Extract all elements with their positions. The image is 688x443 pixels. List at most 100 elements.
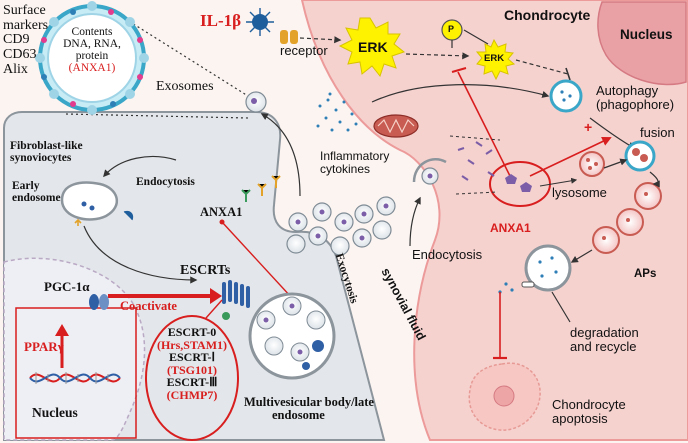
fibroblast-nucleus bbox=[3, 257, 146, 441]
pgc-receptor bbox=[89, 294, 109, 310]
erk-main-burst bbox=[338, 17, 406, 78]
exosome-zoom-line-bottom bbox=[65, 113, 249, 119]
phospho-connector bbox=[463, 29, 489, 45]
receptor-label: receptor bbox=[280, 43, 328, 58]
escrt-0-label: ESCRT-0 bbox=[167, 325, 217, 339]
erk-phospho-arrow bbox=[405, 52, 470, 60]
degradation-vesicle bbox=[521, 244, 572, 292]
early-endosome-line-2: endosome bbox=[12, 192, 61, 205]
cytokine-dots-upper bbox=[316, 92, 358, 132]
escrt-complex bbox=[222, 280, 250, 320]
marker-line-3: CD9 bbox=[3, 32, 30, 48]
inflammatory-cytokines-label: Inflammatory cytokines bbox=[320, 150, 389, 175]
il1b-label: IL-1β bbox=[200, 11, 242, 30]
anxa1-to-lysosome-arrow bbox=[539, 177, 578, 187]
apoptosis-line-1: Chondrocyte bbox=[552, 397, 626, 412]
anxa1-pointer-line bbox=[221, 221, 293, 299]
fusion-label: fusion bbox=[640, 125, 675, 140]
synovial-vesicles bbox=[286, 196, 396, 256]
dna-helix bbox=[29, 372, 121, 384]
fls-endocytosis-arrow bbox=[103, 155, 177, 178]
chondrocyte-anxa1-label: ANXA1 bbox=[490, 221, 531, 235]
autophagy-line-1: Autophagy bbox=[596, 83, 659, 98]
anxa1-inhibit-erk-line bbox=[457, 71, 511, 177]
fibroblast-endocytosis-label: Endocytosis bbox=[136, 176, 195, 188]
inflammatory-line-1: Inflammatory bbox=[320, 149, 390, 163]
escrt-3-members: (CHMP7) bbox=[166, 387, 218, 402]
degradation-label: degradation and recycle bbox=[570, 326, 639, 353]
ppar-label: PPARγ bbox=[24, 339, 64, 354]
erk-small-label: ERK bbox=[484, 53, 505, 64]
exosome-small-cargo bbox=[251, 98, 257, 104]
early-endosome bbox=[60, 181, 119, 226]
chondrocyte-title: Chondrocyte bbox=[504, 7, 591, 23]
early-endosome-receptor bbox=[123, 210, 134, 221]
autophagy-phagophore bbox=[549, 79, 583, 113]
mvb-label: Multivesicular body/late endosome bbox=[244, 395, 374, 423]
erk-inhibit-line bbox=[515, 59, 569, 75]
fls-membrane-receptors bbox=[257, 175, 281, 196]
escrt-list-ellipse bbox=[145, 315, 239, 441]
chondrocyte-cell bbox=[300, 0, 688, 441]
escrts-label: ESCRTs bbox=[180, 263, 231, 278]
pgc1a-label: PGC-1α bbox=[44, 279, 90, 294]
coactivate-arrow-head bbox=[210, 288, 222, 304]
chondrocyte-endocytosis-vesicle bbox=[412, 157, 447, 185]
fibroblast-anxa1-label: ANXA1 bbox=[200, 205, 243, 219]
degradation-pointer bbox=[551, 291, 571, 323]
chondrocyte-nucleus-label: Nucleus bbox=[620, 27, 673, 42]
erk-small-burst bbox=[475, 38, 516, 81]
autolysosomes bbox=[592, 182, 662, 254]
il1b-molecule bbox=[246, 8, 274, 36]
degradation-line-2: and recycle bbox=[570, 338, 637, 354]
autophagy-line-2: (phagophore) bbox=[596, 96, 675, 112]
exosome-diagram bbox=[35, 1, 149, 115]
erk-inhibit-bar bbox=[565, 67, 571, 81]
exosomes-label: Exosomes bbox=[156, 79, 214, 94]
escrt-1-members: (TSG101) bbox=[166, 362, 218, 377]
escrt-1-label: ESCRT-Ⅰ bbox=[168, 350, 216, 365]
fls-membrane-receptors-green bbox=[241, 189, 251, 202]
mvb-line-2: endosome bbox=[272, 408, 325, 423]
il1b-receptor bbox=[280, 30, 298, 44]
cytokine-to-autophagy-arrow bbox=[371, 84, 550, 103]
marker-line-5: Alix bbox=[3, 61, 28, 77]
early-endosome-line-1: Early bbox=[12, 180, 40, 192]
phospho-label: P bbox=[448, 24, 455, 34]
escrt-3-label: ESCRT-Ⅲ bbox=[166, 375, 218, 390]
mvb-line-1: Multivesicular body/late bbox=[244, 395, 374, 409]
escrt-list: ESCRT-0 (Hrs,STAM1) ESCRT-Ⅰ (TSG101) ESC… bbox=[157, 326, 227, 402]
fibroblast-title-line-2: synoviocytes bbox=[10, 152, 72, 165]
ppar-arrow-head bbox=[55, 324, 69, 336]
marker-line-1: Surface bbox=[3, 3, 46, 18]
marker-line-4: CD63 bbox=[3, 47, 37, 63]
lysosome-to-fusion-arrow bbox=[603, 158, 628, 169]
contents-line-1: Contents bbox=[71, 26, 113, 38]
lysosome bbox=[579, 151, 605, 177]
apoptosis-line-2: apoptosis bbox=[552, 410, 608, 426]
degradation-line-1: degradation bbox=[570, 325, 639, 340]
contents-anxa1: (ANXA1) bbox=[68, 62, 116, 75]
aps-to-degradation-arrow bbox=[570, 249, 593, 263]
promote-plus-sign: + bbox=[584, 119, 593, 135]
anxa1-fragments bbox=[457, 141, 495, 181]
exocytosis-to-exosome-arrow bbox=[260, 113, 301, 197]
fusion-to-aps-arrow bbox=[649, 171, 660, 188]
erk-main-label: ERK bbox=[358, 39, 388, 55]
anxa1-proteins bbox=[505, 174, 532, 192]
anxa1-pointer-dot bbox=[219, 219, 225, 225]
early-endosome-label: Early endosome bbox=[12, 180, 61, 204]
coactivate-label: Coactivate bbox=[120, 299, 177, 313]
aps-label: APs bbox=[634, 268, 657, 280]
contents-line-2: DNA, RNA, bbox=[63, 38, 121, 51]
chondro-dash-1 bbox=[449, 135, 501, 141]
escrt-0-members: (Hrs,STAM1) bbox=[156, 337, 228, 352]
exosome-contents-label: Contents DNA, RNA, protein (ANXA1) bbox=[63, 26, 121, 74]
multivesicular-body bbox=[248, 292, 336, 380]
fibroblast-title-line-1: Fibroblast-like bbox=[10, 140, 83, 152]
chondro-endocytosis-arrow bbox=[409, 196, 421, 247]
contents-line-3: protein bbox=[75, 50, 109, 63]
chondrocyte-nucleus bbox=[597, 1, 687, 86]
fusion-vesicle bbox=[624, 140, 656, 172]
